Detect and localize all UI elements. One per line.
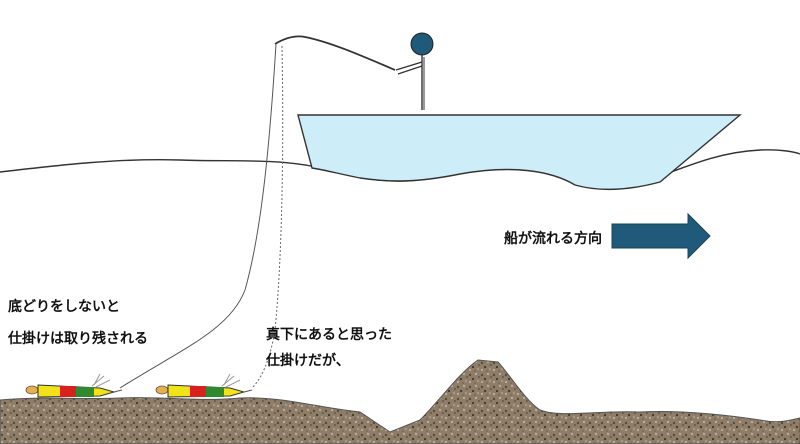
fishing-rod <box>274 35 396 71</box>
drift-direction-arrow <box>611 212 711 260</box>
fishing-line-imagined <box>251 45 284 389</box>
middle-caption-line2: 仕掛けだが、 <box>266 353 350 369</box>
drift-direction-label: 船が流れる方向 <box>504 231 602 247</box>
middle-caption-line1: 真下にあると思った <box>266 327 392 343</box>
angler <box>395 32 434 110</box>
left-caption-line1: 底どりをしないと <box>8 299 120 315</box>
seabed <box>0 359 800 444</box>
boat-hull <box>297 114 742 190</box>
fishing-line-actual <box>119 43 277 389</box>
angler-head <box>410 32 434 56</box>
lure-right <box>155 373 253 398</box>
lure-left <box>25 373 123 398</box>
left-caption-line2: 仕掛けは取り残される <box>8 331 148 347</box>
